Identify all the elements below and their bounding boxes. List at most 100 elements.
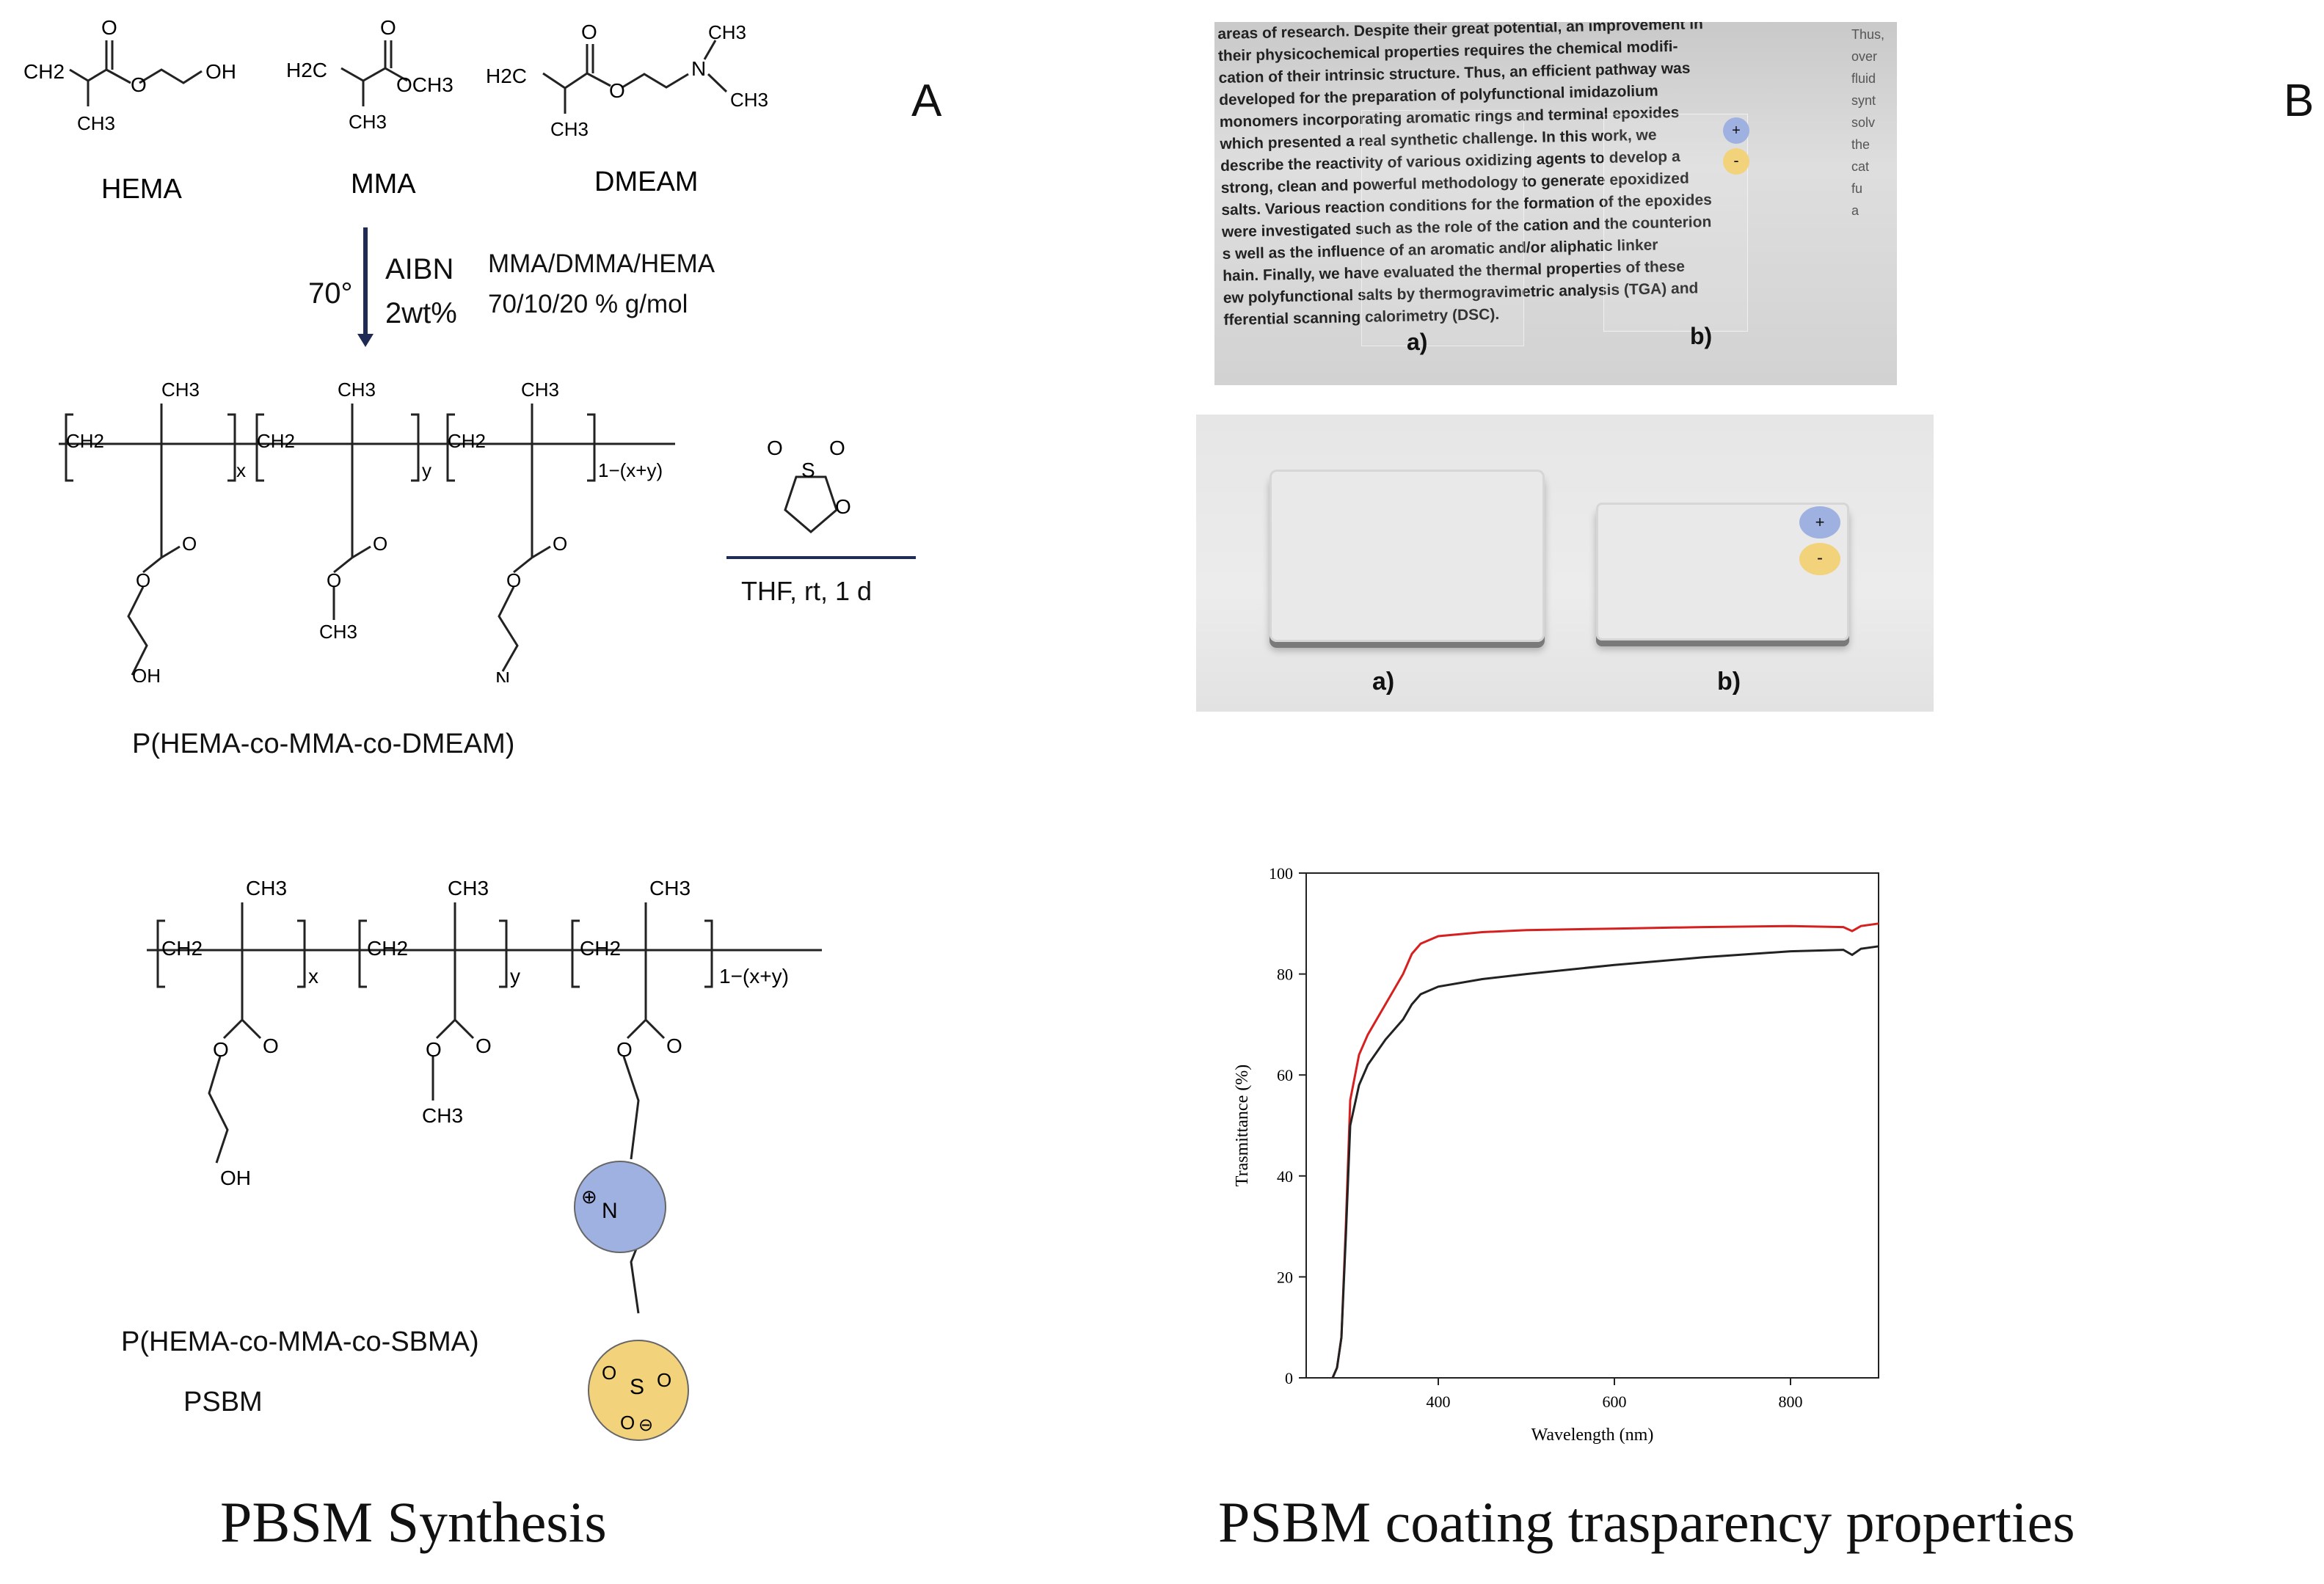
- polymer2-ester-o-c: O: [616, 1038, 633, 1061]
- photo2-plus-badge: +: [1799, 506, 1840, 539]
- reaction1-ratio-label: MMA/DMMA/HEMA: [488, 249, 715, 278]
- dmeam-structure: [542, 40, 728, 114]
- polymer2-ch3-a: CH3: [246, 877, 287, 899]
- photo-text-transparency: areas of research. Despite their great p…: [1214, 22, 1897, 385]
- reaction1-initiator-amount: 2wt%: [385, 297, 457, 329]
- chart-series: [1331, 922, 1879, 1379]
- polymer1-carbonyl-o-a: O: [182, 533, 197, 555]
- polymer2-minus-charge: ⊖: [638, 1415, 653, 1435]
- polymer1-carbonyl-o-b: O: [373, 533, 387, 555]
- polymer1-ester-o-a: O: [136, 569, 150, 591]
- polymer2-ester-o-b: O: [426, 1038, 442, 1061]
- chart-y-tick-label: 40: [1277, 1167, 1293, 1186]
- mma-group-och3: OCH3: [396, 73, 453, 96]
- polymer1-name: P(HEMA-co-MMA-co-DMEAM): [132, 729, 515, 759]
- polymer1-structure: CH2 CH3 CH2 CH3 CH2 CH3 x y 1−(x+y) O O …: [59, 379, 675, 682]
- dmeam-group-h2c: H2C: [486, 65, 527, 87]
- polymer2-subscript-x: x: [308, 965, 318, 988]
- dmeam-label: DMEAM: [594, 167, 698, 197]
- chart-x-axis-label: Wavelength (nm): [1531, 1426, 1654, 1445]
- dmeam-group-n: N: [691, 57, 706, 80]
- hema-carbonyl-o: O: [101, 16, 117, 39]
- dmeam-group-ch3-top: CH3: [708, 21, 746, 43]
- sulfonate-charge-circle: [588, 1340, 689, 1441]
- mma-group-h2c: H2C: [286, 59, 327, 81]
- photo1-side-word: a: [1851, 203, 1859, 218]
- mma-group-ch3: CH3: [349, 111, 387, 133]
- photo1-film-b: [1603, 114, 1748, 332]
- polymer1-ch3-c: CH3: [521, 379, 559, 401]
- photo-films: + - a) b): [1196, 415, 1934, 712]
- hema-structure: [69, 40, 203, 106]
- hema-group-oh: OH: [205, 60, 236, 83]
- polymer2-ch3-c: CH3: [649, 877, 691, 899]
- polymer2-structure: CH2 CH3 CH2 CH3 CH2 CH3 x y 1−(x+y) O O …: [147, 877, 822, 1441]
- polymer2-ch2-a: CH2: [161, 937, 203, 960]
- chart-y-tick-label: 80: [1277, 966, 1293, 984]
- photo1-side-column: Thus, over fluid synt solv the cat fu a: [1851, 23, 1895, 222]
- polymer1-ch3-methyl: CH3: [319, 621, 357, 643]
- polymer1-ester-o-c: O: [506, 569, 521, 591]
- photo2-film-a: [1270, 470, 1545, 642]
- chart-x-tick-label: 800: [1779, 1393, 1803, 1411]
- hema-label: HEMA: [101, 174, 182, 202]
- chart-series-line-0: [1331, 922, 1879, 1379]
- photo1-side-word: over: [1851, 49, 1878, 64]
- polymer2-carbonyl-o-a: O: [263, 1034, 279, 1057]
- photo2-label-a: a): [1372, 668, 1395, 696]
- polymer2-ch2-c: CH2: [580, 937, 621, 960]
- polymer2-plus-charge: ⊕: [581, 1186, 597, 1208]
- panel-b-letter: B: [2284, 76, 2314, 126]
- polymer2-oh: OH: [220, 1167, 251, 1189]
- polymer2-subscript-remaining: 1−(x+y): [719, 965, 789, 988]
- photo1-side-word: synt: [1851, 93, 1876, 108]
- sultone-o1: O: [767, 437, 783, 459]
- photo1-side-word: fu: [1851, 181, 1863, 196]
- polymer1-ch3-a: CH3: [161, 379, 200, 401]
- polymer1-subscript-y: y: [422, 459, 431, 481]
- polymer1-oh: OH: [132, 665, 161, 682]
- sultone-o2: O: [829, 437, 845, 459]
- photo1-side-word: the: [1851, 137, 1871, 152]
- reaction2-arrow: [726, 556, 916, 559]
- photo1-side-word: Thus,: [1851, 27, 1885, 42]
- reaction1-arrow-shaft: [363, 227, 368, 337]
- polymer2-carbonyl-o-c: O: [666, 1034, 682, 1057]
- reaction1-ratio-values: 70/10/20 % g/mol: [488, 290, 688, 318]
- dmeam-group-ch3: CH3: [550, 118, 589, 140]
- polymer1-ch3-b: CH3: [338, 379, 376, 401]
- reaction1-initiator: AIBN: [385, 253, 454, 285]
- chart-series-line-1: [1331, 945, 1879, 1379]
- chart-y-tick-label: 20: [1277, 1268, 1293, 1286]
- polymer2-carbonyl-o-b: O: [476, 1034, 492, 1057]
- photo1-label-b: b): [1690, 323, 1713, 349]
- polymer1-ch2-a: CH2: [66, 430, 104, 452]
- polymer2-ester-o-a: O: [213, 1038, 229, 1061]
- chart-x-tick-label: 600: [1603, 1393, 1627, 1411]
- chart-y-tick-label: 100: [1269, 864, 1293, 883]
- polymer2-sulfonate-o3: O: [620, 1412, 635, 1434]
- chart-frame: [1305, 872, 1879, 1379]
- dmeam-carbonyl-o: O: [581, 21, 597, 43]
- chart-y-tick-label: 0: [1285, 1369, 1293, 1387]
- dmeam-ester-o: O: [609, 79, 625, 102]
- panel-b-caption: PSBM coating trasparency properties: [1218, 1490, 2075, 1554]
- polymer2-sulfonate-o1: O: [602, 1362, 616, 1384]
- sultone-s: S: [801, 459, 815, 481]
- polymer1-n: N: [495, 668, 510, 682]
- polymer2-ch3-methyl: CH3: [422, 1104, 463, 1127]
- reaction1-temperature: 70°: [308, 277, 353, 310]
- dmeam-group-ch3-bottom: CH3: [730, 89, 768, 111]
- polymer2-name: P(HEMA-co-MMA-co-SBMA): [121, 1326, 479, 1357]
- photo2-minus-badge: -: [1799, 543, 1840, 575]
- polymer1-ch2-c: CH2: [448, 430, 486, 452]
- sultone-reagent: S O O O: [767, 437, 851, 533]
- polymer1-ester-o-b: O: [327, 569, 341, 591]
- polymer2-short-name: PSBM: [183, 1387, 263, 1417]
- polymer1-carbonyl-o-c: O: [553, 533, 567, 555]
- sultone-o3: O: [835, 495, 851, 518]
- chart-y-axis-label: Trasmittance (%): [1233, 1065, 1252, 1186]
- polymer1-subscript-remaining: 1−(x+y): [598, 459, 663, 481]
